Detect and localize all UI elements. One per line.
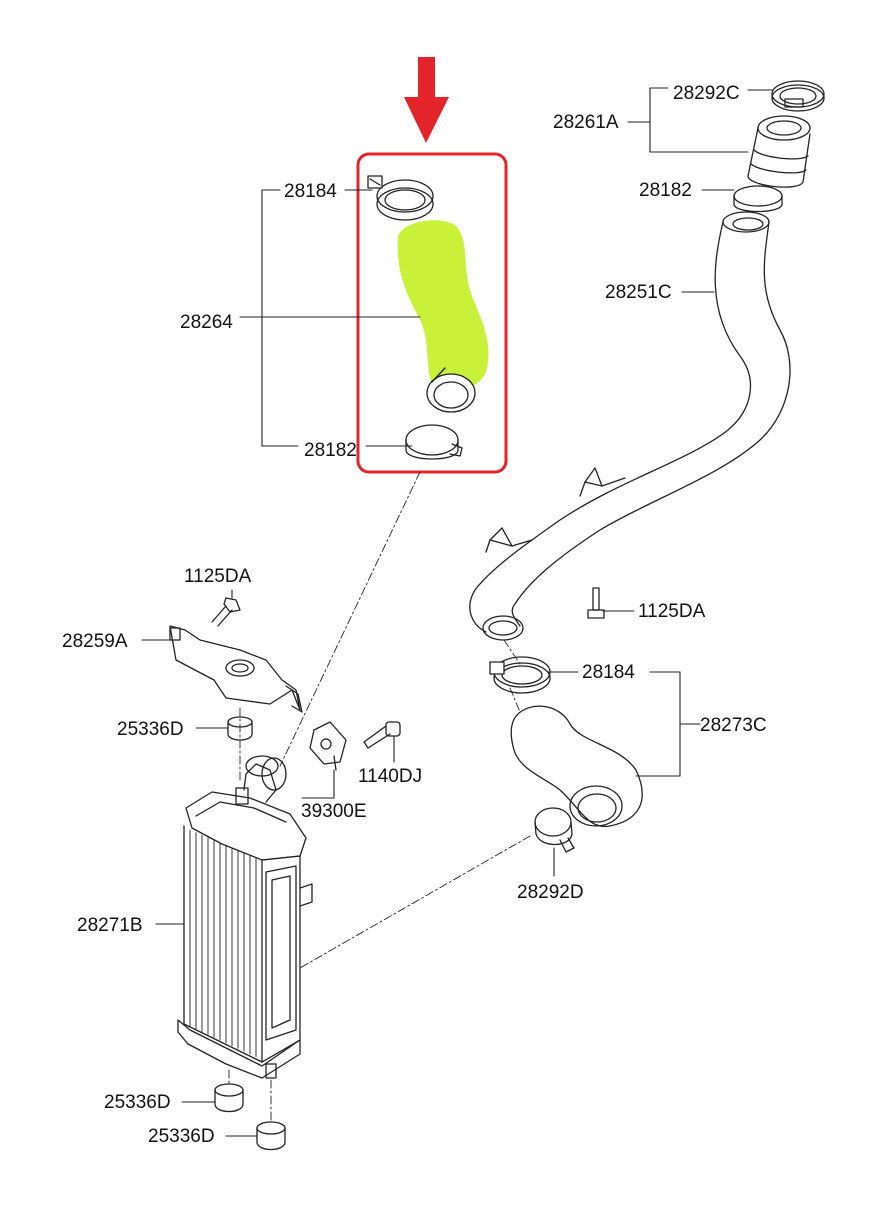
label-28182-top-right: 28182 [639,180,692,201]
highlight-box [356,152,508,474]
label-28251C: 28251C [605,282,672,303]
coupler-28261A [747,115,811,188]
label-28184-mid: 28184 [582,662,635,683]
label-28273C: 28273C [700,715,767,736]
label-25336D-bottom-2: 25336D [148,1126,215,1147]
label-28271B: 28271B [77,915,143,936]
leader-lines [141,87,773,1137]
hose-28264 [397,220,489,413]
bolt-1125DA-right [587,587,605,619]
sensor-39300E [309,721,347,771]
label-1140DJ: 1140DJ [358,766,423,787]
clamp-28184-mid [489,656,551,694]
label-28264: 28264 [180,312,233,333]
bracket-28259A [169,625,303,713]
pipe-28251C [469,211,791,641]
label-28259A: 28259A [62,631,128,652]
label-25336D-top: 25336D [117,719,184,740]
clamp-28292D [534,807,575,853]
label-28182-left: 28182 [304,440,357,461]
connection-lines [228,471,531,1123]
grommet-25336D-bottom-2 [256,1121,286,1151]
label-1125DA-left: 1125DA [184,566,252,587]
hose-28273C [510,705,643,828]
clamp-28182-box [405,424,463,460]
label-39300E: 39300E [301,801,367,822]
label-25336D-bottom-1: 25336D [104,1092,171,1113]
bolt-1125DA-left [211,597,241,627]
down-arrow-icon [404,57,449,143]
grommet-25336D-bottom-1 [214,1083,244,1113]
label-1125DA-right: 1125DA [638,601,706,622]
label-28292C: 28292C [673,83,740,104]
label-28184-top: 28184 [284,181,337,202]
intercooler-28271B [177,755,313,1079]
label-28261A: 28261A [553,112,619,133]
bolt-1140DJ [363,721,401,749]
clamp-28182-top-right [733,185,783,213]
clamp-28292C [771,80,825,112]
clamp-28184-top [367,175,434,221]
label-28292D: 28292D [517,882,584,903]
